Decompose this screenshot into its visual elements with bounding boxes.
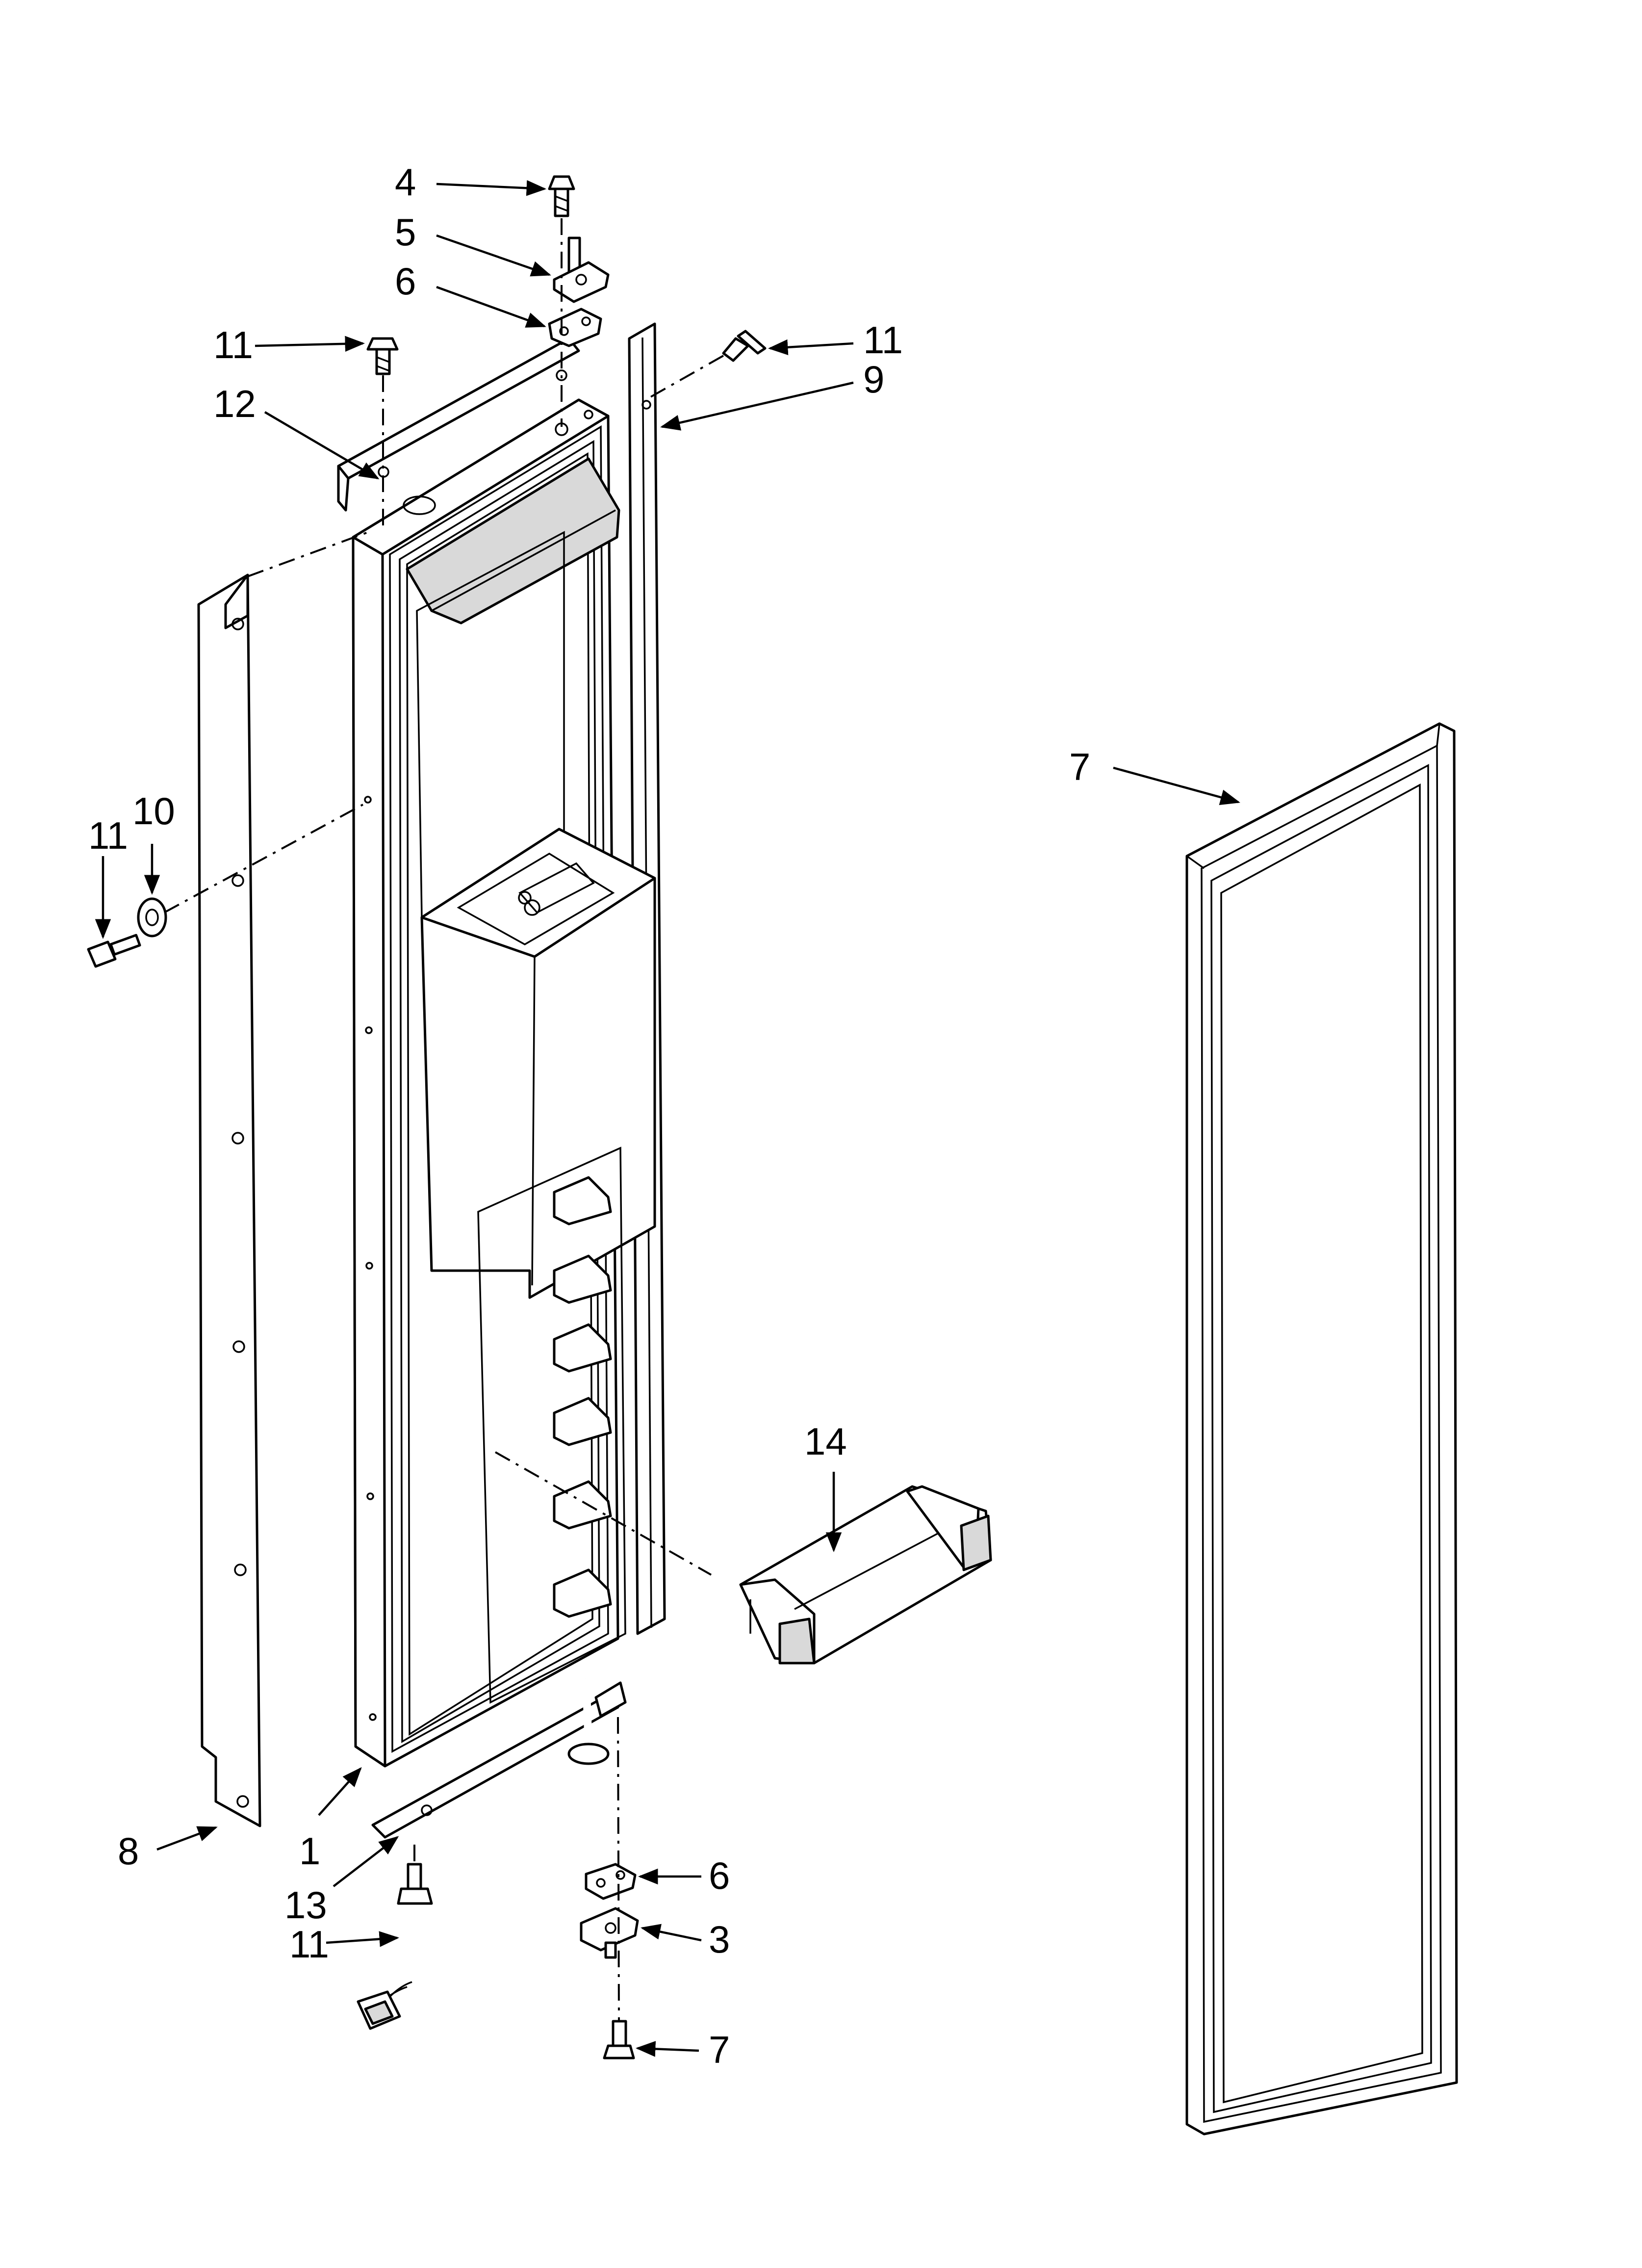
- callout-8: 8: [118, 1829, 139, 1873]
- strip-screw-part-11-top-right: [722, 330, 767, 362]
- callout-9: 9: [863, 358, 884, 401]
- top-hinge-screw-part-4: [548, 175, 575, 217]
- callout-7-bottom: 7: [709, 2028, 730, 2071]
- washer-part-10: [137, 897, 167, 938]
- bracket-screw-part-11-bottom: [397, 1863, 433, 1905]
- callout-7-gasket: 7: [1069, 745, 1090, 788]
- top-hinge-part-5: [553, 236, 610, 303]
- callout-11-bottom: 11: [289, 1923, 329, 1966]
- door-shelf-supports: [553, 1176, 612, 1618]
- callout-5: 5: [395, 210, 416, 254]
- door-bin-part-14: [739, 1485, 992, 1665]
- top-bracket-part-12: [337, 337, 580, 512]
- leader-arrows: [95, 180, 1240, 2057]
- callout-10: 10: [132, 789, 175, 833]
- callout-3: 3: [709, 1918, 730, 1961]
- side-trim-strip-part-8: [197, 574, 261, 1827]
- callout-12: 12: [213, 382, 256, 425]
- assembly-lines: [164, 218, 724, 2022]
- callout-11-top-left: 11: [213, 323, 253, 366]
- door-gasket-part-7: [1185, 722, 1458, 2136]
- bracket-screw-part-11-top-left: [366, 337, 399, 375]
- wiring-harness: [357, 1677, 610, 2030]
- bottom-hinge-screw-part-7: [603, 2020, 635, 2059]
- callout-6-bottom: 6: [709, 1854, 730, 1897]
- callout-1: 1: [299, 1829, 320, 1873]
- door-assembly-part-1: [352, 398, 656, 1768]
- trim-screw-part-11-left: [87, 934, 141, 968]
- callout-11-top-right: 11: [863, 318, 903, 362]
- callout-6-top: 6: [395, 260, 416, 303]
- callout-11-left: 11: [88, 814, 128, 857]
- top-hinge-shim-part-6: [548, 308, 602, 347]
- bottom-hinge-shim-part-6: [585, 1863, 637, 1900]
- callout-13: 13: [284, 1883, 327, 1927]
- callout-labels: 4 5 6 11 12 11 9 10 11 7 14 8 1 13 11 6 …: [88, 160, 1090, 2071]
- callout-4: 4: [395, 160, 416, 204]
- bottom-hinge-plate: [594, 1681, 627, 1718]
- callout-14: 14: [804, 1420, 847, 1463]
- bottom-hinge-part-3: [580, 1907, 639, 1959]
